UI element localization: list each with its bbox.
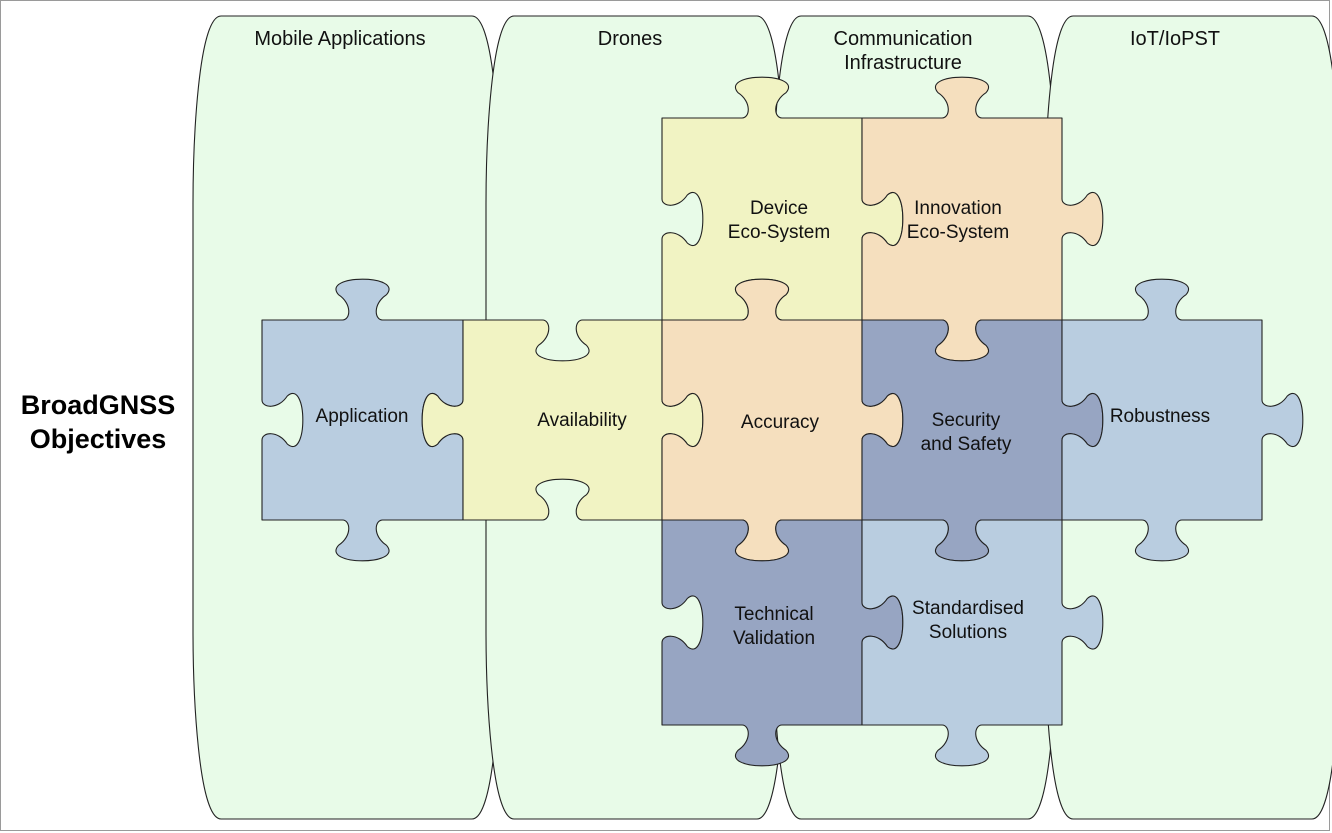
piece-standardised-solutions xyxy=(861,519,1104,767)
piece-availability-label: Availability xyxy=(537,410,627,431)
puzzle-pieces-layer xyxy=(261,76,1304,767)
lane-drones-title: Drones xyxy=(598,28,662,50)
piece-application-label: Application xyxy=(316,406,409,427)
piece-robustness-label: Robustness xyxy=(1110,406,1210,427)
lane-iot-iopst-title: IoT/IoPST xyxy=(1130,28,1220,50)
piece-accuracy-label: Accuracy xyxy=(741,412,820,433)
piece-robustness xyxy=(1061,278,1304,562)
lane-mobile-applications-title: Mobile Applications xyxy=(254,28,425,50)
